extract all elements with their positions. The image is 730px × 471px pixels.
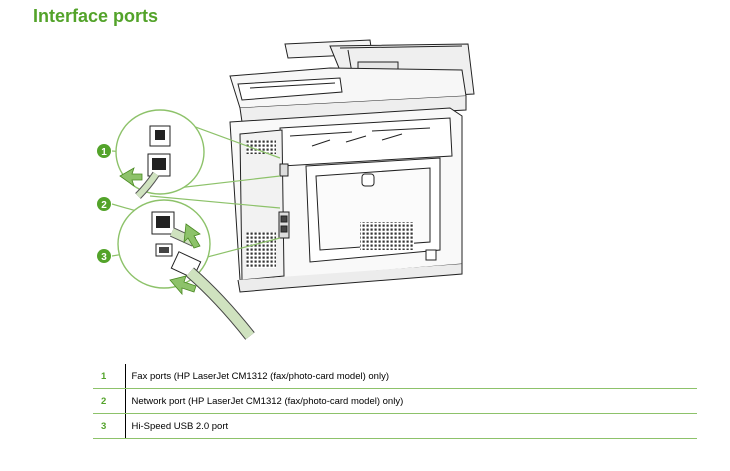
adf-scanner (229, 39, 475, 123)
printer-interface-ports-illustration: 1 2 3 (90, 36, 490, 356)
legend-description: Hi-Speed USB 2.0 port (125, 413, 697, 439)
callout-badge-3: 3 (97, 249, 111, 263)
legend-description: Fax ports (HP LaserJet CM1312 (fax/photo… (125, 364, 697, 389)
printer-body (229, 107, 463, 293)
legend-row: 1 Fax ports (HP LaserJet CM1312 (fax/pho… (93, 364, 697, 389)
callout-badge-1: 1 (97, 144, 111, 158)
legend-row: 2 Network port (HP LaserJet CM1312 (fax/… (93, 388, 697, 414)
callout-label-3: 3 (101, 252, 107, 263)
legend-number: 2 (93, 388, 126, 414)
legend-number: 1 (93, 364, 126, 389)
network-usb-port-detail (117, 199, 255, 340)
fax-port-detail (115, 109, 205, 199)
callout-badge-2: 2 (97, 197, 111, 211)
legend-number: 3 (93, 413, 126, 439)
callout-legend-table: 1 Fax ports (HP LaserJet CM1312 (fax/pho… (93, 364, 697, 439)
page-title: Interface ports (33, 6, 159, 26)
callout-label-1: 1 (101, 147, 107, 158)
printer-illustration-svg: 1 2 3 (97, 39, 475, 340)
legend-description: Network port (HP LaserJet CM1312 (fax/ph… (125, 388, 697, 414)
callout-label-2: 2 (101, 200, 107, 211)
legend-row: 3 Hi-Speed USB 2.0 port (93, 413, 697, 439)
